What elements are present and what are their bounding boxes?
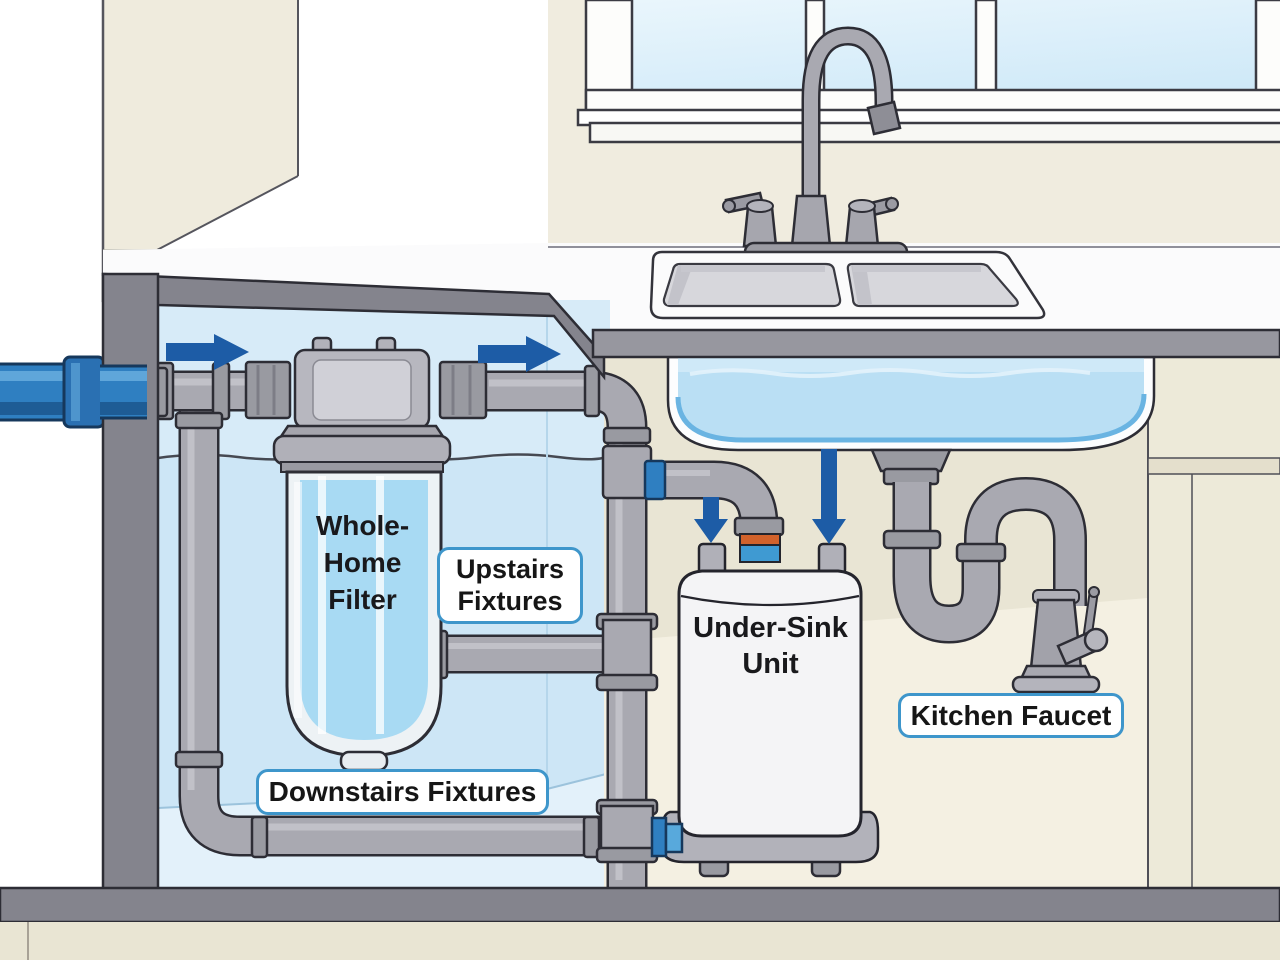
under-sink-unit-label: Under-Sink Unit bbox=[683, 610, 858, 682]
kitchen-sink bbox=[649, 250, 1046, 320]
window-bottom-rail bbox=[584, 88, 1280, 114]
label-line: Downstairs Fixtures bbox=[268, 776, 537, 808]
kitchen-faucet-small bbox=[1011, 586, 1109, 694]
label-line: Unit bbox=[742, 648, 799, 680]
main-line-through-wall bbox=[100, 364, 147, 420]
cabinet-drawer-divider bbox=[1147, 457, 1280, 475]
under-sink-unit-illustration bbox=[650, 516, 880, 878]
label-line: Whole- bbox=[315, 510, 410, 541]
flow-arrows bbox=[166, 334, 846, 544]
upstairs-fixtures-label: Upstairs Fixtures bbox=[437, 547, 583, 624]
under-sink-left-arrow bbox=[694, 497, 728, 543]
filter-water bbox=[300, 480, 428, 740]
filter-outlet-fitting bbox=[438, 360, 488, 420]
counter-front-edge bbox=[591, 328, 1280, 359]
canister-rib bbox=[318, 476, 326, 734]
window-apron bbox=[588, 121, 1280, 144]
under-sink-right-arrow bbox=[812, 449, 846, 544]
faucet-spout-tip bbox=[866, 100, 902, 136]
kitchen-main-faucet bbox=[722, 26, 909, 264]
orange-ring bbox=[739, 533, 781, 546]
label-line: Fixtures bbox=[457, 585, 563, 616]
unit-body bbox=[677, 569, 863, 838]
whole-home-filter-unit bbox=[244, 336, 488, 772]
basement-bottom-band bbox=[0, 886, 1280, 924]
window bbox=[576, 0, 1280, 144]
main-inlet-arrow bbox=[166, 334, 249, 370]
sink-water bbox=[678, 357, 1144, 440]
filter-inlet-fitting bbox=[244, 360, 292, 420]
blue-coupling bbox=[643, 459, 667, 501]
label-line: Under-Sink bbox=[693, 612, 848, 644]
label-line: Filter bbox=[328, 584, 397, 615]
whole-home-filter-label: Whole- Home Filter bbox=[280, 507, 445, 618]
faucet-column bbox=[790, 194, 832, 248]
blue-ring bbox=[739, 544, 781, 563]
pipe-coupling bbox=[62, 355, 106, 429]
downstairs-pipe-run bbox=[174, 385, 602, 859]
canister-rib bbox=[376, 476, 384, 734]
label-line: Upstairs bbox=[455, 553, 565, 584]
filtered-line-arrow bbox=[478, 336, 561, 372]
canister-drain-nub bbox=[339, 750, 389, 772]
tee-collar bbox=[211, 361, 231, 421]
label-line: Home bbox=[323, 547, 402, 578]
downstairs-fixtures-label: Downstairs Fixtures bbox=[256, 769, 549, 815]
unit-side-fitting bbox=[650, 816, 668, 858]
sink-bowl-left bbox=[662, 262, 842, 308]
room-corner bbox=[0, 0, 549, 276]
sink-bowl-right bbox=[846, 262, 1019, 308]
sink-basin-under-counter bbox=[666, 355, 1156, 452]
label-line: Kitchen Faucet bbox=[910, 699, 1112, 731]
kitchen-faucet-label: Kitchen Faucet bbox=[898, 693, 1124, 738]
filter-collar bbox=[272, 434, 452, 466]
drain-p-trap bbox=[870, 448, 1087, 644]
